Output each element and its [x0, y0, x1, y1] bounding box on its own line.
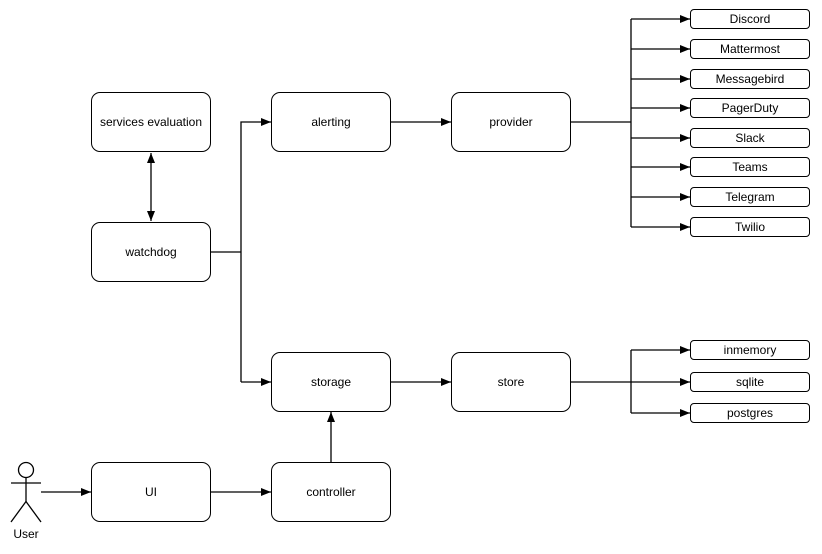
edge-branch-alerting — [240, 118, 271, 382]
node-services-evaluation: services evaluation — [91, 92, 211, 152]
node-store-inmemory: inmemory — [690, 340, 810, 360]
node-provider-pagerduty: PagerDuty — [690, 98, 810, 118]
user-actor-label: User — [13, 527, 39, 541]
node-provider-teams: Teams — [690, 157, 810, 177]
node-store-postgres: postgres — [690, 403, 810, 423]
node-provider-slack: Slack — [690, 128, 810, 148]
user-actor-icon — [10, 461, 42, 523]
node-provider-telegram: Telegram — [690, 187, 810, 207]
node-ui: UI — [91, 462, 211, 522]
node-provider-twilio: Twilio — [690, 217, 810, 237]
node-storage: storage — [271, 352, 391, 412]
node-controller: controller — [271, 462, 391, 522]
node-alerting: alerting — [271, 92, 391, 152]
node-store: store — [451, 352, 571, 412]
node-provider: provider — [451, 92, 571, 152]
node-provider-messagebird: Messagebird — [690, 69, 810, 89]
node-provider-mattermost: Mattermost — [690, 39, 810, 59]
node-provider-discord: Discord — [690, 9, 810, 29]
node-store-sqlite: sqlite — [690, 372, 810, 392]
node-watchdog: watchdog — [91, 222, 211, 282]
